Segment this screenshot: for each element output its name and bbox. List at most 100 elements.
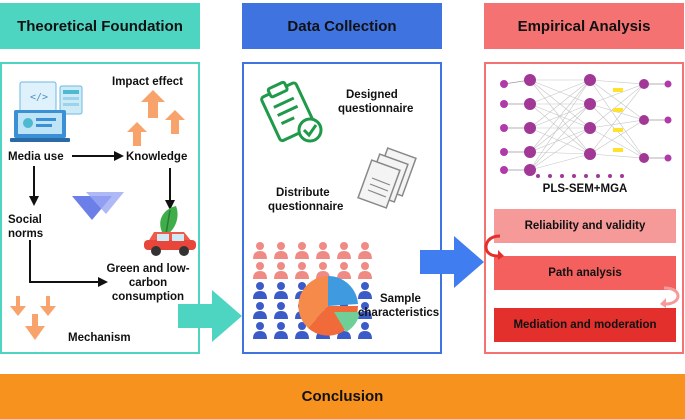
svg-text:</>: </> <box>30 92 48 103</box>
path-line <box>529 127 591 153</box>
construct-node <box>524 146 536 158</box>
pls-sem-model-diagram <box>500 74 672 178</box>
path-line <box>589 79 645 85</box>
green-consumption-line3: consumption <box>111 291 185 303</box>
loop-arrow-left-icon <box>484 234 504 260</box>
indicator-node <box>664 80 672 88</box>
conclusion-bar: Conclusion <box>0 374 685 419</box>
indicator-dot <box>536 174 540 178</box>
person-icon <box>358 322 372 339</box>
green-consumption-line2: carbon <box>128 277 168 289</box>
person-icon <box>253 322 267 339</box>
path-line <box>589 83 645 105</box>
indicator-node <box>500 100 508 108</box>
distribute-label-line2: questionnaire <box>268 201 344 213</box>
outcome-node <box>639 153 649 163</box>
path-line <box>529 151 591 155</box>
indicator-dot <box>560 174 564 178</box>
arrow-media-to-knowledge <box>72 151 124 161</box>
person-icon <box>253 302 267 319</box>
sample-label-line1: Sample <box>380 293 421 305</box>
moderator-box <box>613 108 623 112</box>
person-icon <box>358 282 372 299</box>
header-data-collection: Data Collection <box>242 3 442 49</box>
person-icon <box>253 262 267 279</box>
construct-node <box>524 74 536 86</box>
pls-sem-mga-label: PLS-SEM+MGA <box>542 183 628 195</box>
papers-stack-icon <box>357 147 417 209</box>
arrow-knowledge-to-green <box>165 168 175 210</box>
person-icon <box>295 262 309 279</box>
clipboard-checklist-icon <box>260 80 323 143</box>
green-car-icon <box>144 206 196 256</box>
green-consumption-line1: Green and low- <box>106 263 190 275</box>
construct-node <box>524 98 536 110</box>
reliability-validity-bar: Reliability and validity <box>494 209 676 243</box>
path-line <box>529 103 591 153</box>
construct-node <box>584 98 596 110</box>
indicator-dot <box>620 174 624 178</box>
person-icon <box>358 262 372 279</box>
person-icon <box>295 322 309 339</box>
path-line <box>529 79 591 171</box>
indicator-dot <box>572 174 576 178</box>
person-icon <box>274 242 288 259</box>
arrow-media-to-social <box>29 166 39 206</box>
indicator-dot <box>596 174 600 178</box>
path-analysis-bar: Path analysis <box>494 256 676 290</box>
person-icon <box>274 262 288 279</box>
loop-arrow-right-icon <box>660 286 680 308</box>
triangle-decoration-icon <box>72 192 124 220</box>
path-line <box>589 79 645 121</box>
moderator-box <box>613 148 623 152</box>
arrow-social-to-green <box>29 240 108 287</box>
path-line <box>529 79 591 105</box>
path-line <box>529 79 591 153</box>
construct-node <box>524 164 536 176</box>
person-icon <box>358 242 372 259</box>
construct-node <box>584 122 596 134</box>
arrow-data-to-empirical <box>420 236 484 288</box>
path-line <box>589 83 645 155</box>
path-line <box>589 127 645 159</box>
computer-icon: </> <box>10 81 83 142</box>
person-icon <box>253 282 267 299</box>
sample-pie-icon <box>298 275 360 336</box>
outcome-node <box>639 115 649 125</box>
arrow-theory-to-data <box>178 290 242 342</box>
sample-label-line2: characteristics <box>358 307 440 319</box>
knowledge-label: Knowledge <box>126 151 188 163</box>
social-label: Social <box>8 214 42 226</box>
designed-label-line2: questionnaire <box>338 103 414 115</box>
path-line <box>589 153 645 159</box>
header-theoretical-foundation: Theoretical Foundation <box>0 3 200 49</box>
path-line <box>529 79 591 155</box>
path-line <box>529 127 591 155</box>
path-line <box>589 83 645 129</box>
person-icon <box>358 302 372 319</box>
construct-node <box>584 74 596 86</box>
impact-effect-label: Impact effect <box>112 76 183 88</box>
mechanism-label: Mechanism <box>68 332 131 344</box>
norms-label: norms <box>8 228 44 240</box>
indicator-node <box>500 124 508 132</box>
header-empirical-analysis: Empirical Analysis <box>484 3 684 49</box>
mediation-moderation-bar: Mediation and moderation <box>494 308 676 342</box>
moderator-box <box>613 88 623 92</box>
indicator-node <box>500 80 508 88</box>
person-icon <box>274 302 288 319</box>
path-line <box>589 119 645 155</box>
path-line <box>529 103 591 155</box>
indicator-node <box>664 116 672 124</box>
person-icon <box>274 322 288 339</box>
designed-label-line1: Designed <box>346 89 398 101</box>
indicator-node <box>664 154 672 162</box>
construct-node <box>584 148 596 160</box>
path-line <box>529 103 591 171</box>
moderator-box <box>613 128 623 132</box>
distribute-label-line1: Distribute <box>276 187 330 199</box>
person-icon <box>274 282 288 299</box>
person-icon <box>295 242 309 259</box>
indicator-dot <box>608 174 612 178</box>
person-icon <box>316 242 330 259</box>
